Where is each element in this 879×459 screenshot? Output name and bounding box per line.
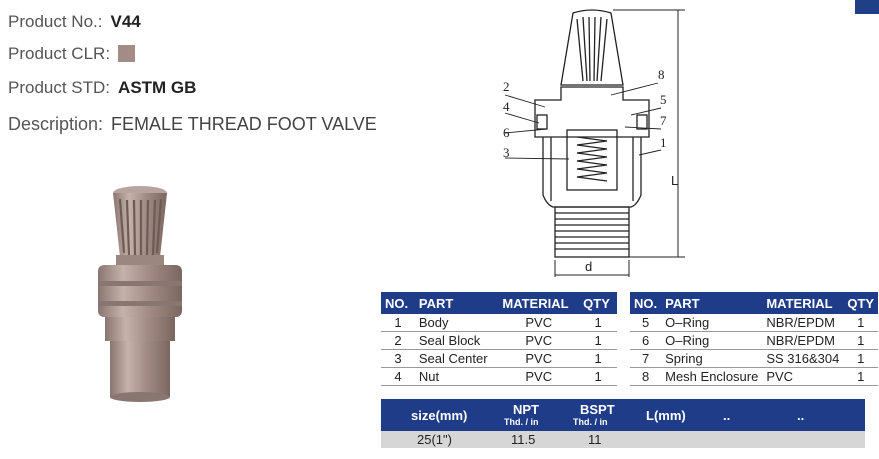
cell: Body [414,314,499,332]
col-no: NO. [381,292,415,314]
cell: 8 [630,367,662,386]
product-no-label: Product No.: [8,12,103,31]
col-no: NO. [630,292,662,314]
callout-4: 4 [503,99,510,114]
cell: 2 [381,331,415,350]
cell: NBR/EPDM [762,331,844,350]
table-row: 25(1") 11.5 11 [381,431,865,448]
callout-3: 3 [503,145,510,160]
cell: Nut [414,367,499,386]
cell: Seal Block [414,331,499,350]
cell: SS 316&304 [762,349,844,368]
product-std-value: ASTM GB [118,78,197,97]
h-bspt-sub: Thd. / in [573,417,608,427]
table-row: 3 Seal Center PVC 1 [381,349,617,368]
table-row: 8 Mesh Enclosure PVC 1 [630,367,879,386]
cross-section-drawing: 2 4 6 3 8 5 7 1 L d [503,9,685,277]
product-clr-row: Product CLR: [8,44,136,64]
cell: 1 [843,367,879,386]
product-std-label: Product STD: [8,78,111,97]
h-npt: NPT [513,402,539,417]
product-no-row: Product No.: V44 [8,12,141,32]
col-material: MATERIAL [498,292,580,314]
h-size: size(mm) [411,408,468,423]
corner-tab [855,0,879,14]
description-label: Description: [8,114,104,134]
product-no-value: V44 [110,12,141,31]
cell: 5 [630,314,662,332]
cell: Seal Center [414,349,499,368]
description-value: FEMALE THREAD FOOT VALVE [111,114,377,134]
h-dots-2: .. [797,408,805,423]
parts-table-left: NO. PART MATERIAL QTY 1 Body PVC 1 2 Sea… [381,292,617,386]
col-qty: QTY [843,292,879,314]
cell: 1 [381,314,415,332]
product-photo [98,186,182,402]
size-table: size(mm) NPT Thd. / in BSPT Thd. / in L(… [381,399,865,448]
cell-npt: 11.5 [511,432,536,447]
cell: Spring [661,349,763,368]
parts-table-right: NO. PART MATERIAL QTY 5 O–Ring NBR/EPDM … [630,292,879,386]
cell: 1 [843,349,879,368]
callout-6: 6 [503,125,510,140]
cell: PVC [498,349,580,368]
dim-d-label: d [585,259,592,274]
h-bspt: BSPT [580,402,615,417]
col-qty: QTY [579,292,617,314]
cell: 7 [630,349,662,368]
cell: 3 [381,349,415,368]
cell: O–Ring [661,331,763,350]
table-row: 4 Nut PVC 1 [381,367,617,386]
cell: 4 [381,367,415,386]
h-npt-sub: Thd. / in [504,417,539,427]
table-row: 2 Seal Block PVC 1 [381,331,617,350]
product-std-row: Product STD: ASTM GB [8,78,196,98]
cell: 1 [579,349,617,368]
description-row: Description: FEMALE THREAD FOOT VALVE [8,114,377,135]
cell: 1 [843,331,879,350]
h-dots-1: .. [723,408,731,423]
cell: 1 [579,314,617,332]
cell: O–Ring [661,314,763,332]
col-part: PART [661,292,763,314]
table-row: 1 Body PVC 1 [381,314,617,332]
cell: 1 [579,367,617,386]
color-swatch [118,45,136,62]
cell: PVC [498,331,580,350]
table-row: 7 Spring SS 316&304 1 [630,349,879,368]
callout-2: 2 [503,79,510,94]
cell-bspt: 11 [588,432,602,447]
dim-L-label: L [671,173,678,188]
size-table-header: size(mm) NPT Thd. / in BSPT Thd. / in L(… [381,399,865,431]
cell: PVC [762,367,844,386]
cell: NBR/EPDM [762,314,844,332]
table-row: 6 O–Ring NBR/EPDM 1 [630,331,879,350]
product-clr-label: Product CLR: [8,44,111,63]
col-material: MATERIAL [762,292,844,314]
callout-7: 7 [660,113,667,128]
table-row: 5 O–Ring NBR/EPDM 1 [630,314,879,332]
cell-size: 25(1") [417,432,452,447]
col-part: PART [414,292,499,314]
cell: PVC [498,367,580,386]
cell: 1 [843,314,879,332]
cell: Mesh Enclosure [661,367,763,386]
h-l: L(mm) [646,408,686,423]
cell: PVC [498,314,580,332]
cell: 1 [579,331,617,350]
cell: 6 [630,331,662,350]
callout-5: 5 [660,92,667,107]
callout-1: 1 [660,135,667,150]
callout-8: 8 [658,67,665,82]
